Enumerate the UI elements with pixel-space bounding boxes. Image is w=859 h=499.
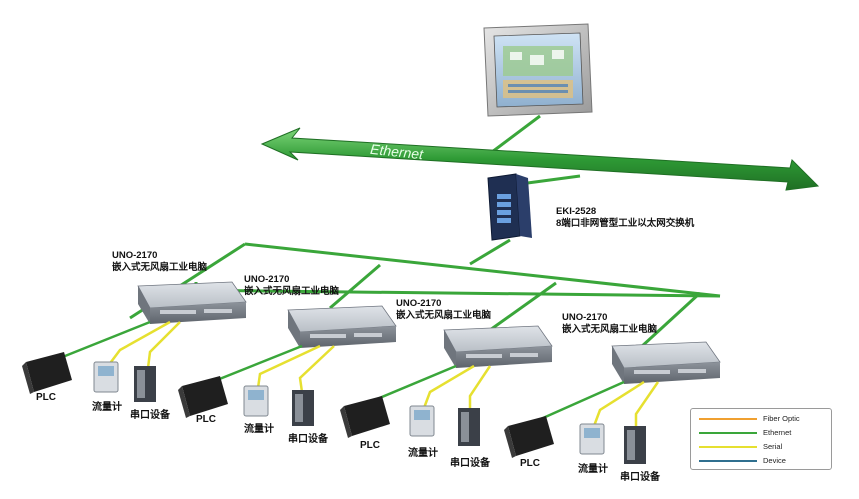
switch-uplink [519, 174, 581, 186]
controller-description: 嵌入式无风扇工业电脑 [562, 324, 658, 335]
legend-item-device: Device [699, 455, 827, 467]
plc-device-3 [340, 396, 390, 438]
controller-description: 嵌入式无风扇工业电脑 [112, 262, 208, 273]
controller-model: UNO-2170 [244, 274, 290, 285]
controller-model: UNO-2170 [396, 298, 442, 309]
legend-item-serial: Serial [699, 441, 827, 453]
serial-device-label: 串口设备 [130, 410, 170, 421]
plc-label: PLC [196, 414, 216, 425]
controller-model: UNO-2170 [112, 250, 158, 261]
legend-swatch [699, 446, 757, 448]
uno-2170-box-2 [287, 305, 397, 348]
serial-device-1 [134, 366, 156, 402]
controller-label-3: UNO-2170 嵌入式无风扇工业电脑 [396, 298, 491, 322]
controller-label-4: UNO-2170 嵌入式无风扇工业电脑 [562, 312, 657, 336]
flowmeter-device-4 [579, 423, 605, 455]
serial-device-label: 串口设备 [288, 434, 328, 445]
plc-label: PLC [36, 392, 56, 403]
uno-2170-box-4 [611, 341, 721, 384]
switch-description: 8端口非网管型工业以太网交换机 [556, 218, 695, 229]
controller-description: 嵌入式无风扇工业电脑 [244, 286, 340, 297]
uno-2170-box-1 [137, 281, 247, 324]
controller-description: 嵌入式无风扇工业电脑 [396, 310, 492, 321]
controller-label-2: UNO-2170 嵌入式无风扇工业电脑 [244, 274, 339, 298]
legend-label: Ethernet [763, 428, 792, 437]
serial-device-4 [624, 426, 646, 464]
plc-label: PLC [520, 458, 540, 469]
field-links [59, 320, 660, 428]
legend-label: Device [763, 456, 786, 465]
flowmeter-label: 流量计 [244, 424, 274, 435]
legend-label: Fiber Optic [763, 414, 800, 423]
controller-model: UNO-2170 [562, 312, 608, 323]
flowmeter-label: 流量计 [408, 448, 438, 459]
flowmeter-device-2 [243, 385, 269, 417]
ethernet-backbone-arrow [260, 127, 820, 191]
plc-device-1 [22, 352, 72, 394]
serial-device-label: 串口设备 [450, 458, 490, 469]
legend-swatch [699, 418, 757, 420]
switch-model: EKI-2528 [556, 206, 597, 217]
legend-swatch [699, 432, 757, 434]
backbone-label: Ethernet [369, 141, 424, 163]
uno-2170-box-3 [443, 325, 553, 368]
serial-device-label: 串口设备 [620, 472, 660, 483]
flowmeter-device-3 [409, 405, 435, 437]
flowmeter-label: 流量计 [578, 464, 608, 475]
serial-device-3 [458, 408, 480, 446]
plc-label: PLC [360, 440, 380, 451]
legend-item-fiber-optic: Fiber Optic [699, 413, 827, 425]
switch-label: EKI-2528 8端口非网管型工业以太网交换机 [556, 206, 694, 230]
controller-label-1: UNO-2170 嵌入式无风扇工业电脑 [112, 250, 207, 274]
flowmeter-device-1 [93, 361, 119, 393]
legend-item-ethernet: Ethernet [699, 427, 827, 439]
flowmeter-label: 流量计 [92, 402, 122, 413]
legend-label: Serial [763, 442, 783, 451]
switch-downlink [469, 238, 511, 266]
legend: Fiber Optic Ethernet Serial Device [690, 408, 832, 470]
serial-device-2 [292, 390, 314, 426]
plc-device-4 [504, 416, 554, 458]
eki-2528-switch [487, 173, 532, 241]
legend-swatch [699, 460, 757, 462]
ethernet-distribution [129, 242, 721, 350]
plc-device-2 [178, 376, 228, 418]
panel-pc-monitor [483, 23, 593, 117]
monitor-link [491, 114, 541, 154]
